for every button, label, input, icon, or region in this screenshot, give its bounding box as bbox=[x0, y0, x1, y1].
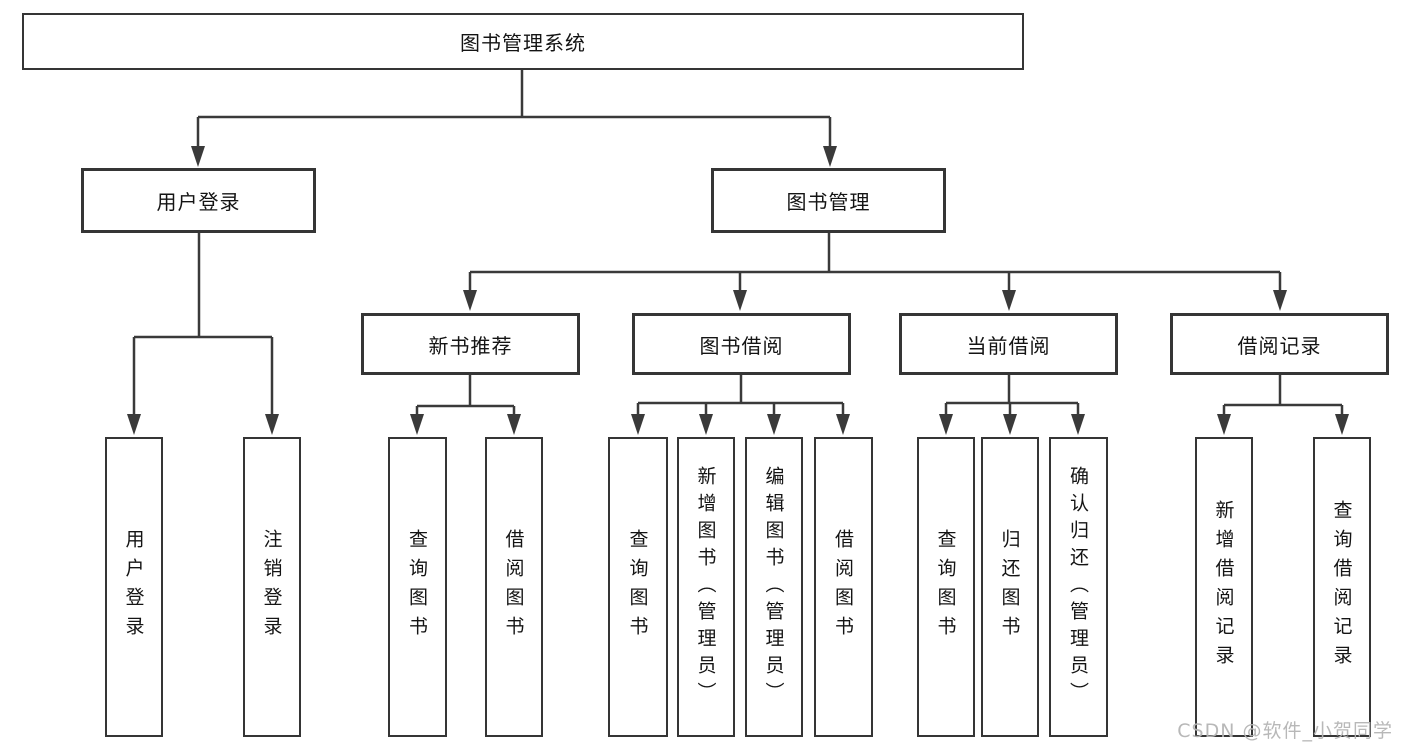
node-book-borrow: 图书借阅 bbox=[632, 313, 851, 375]
csdn-watermark: CSDN @软件_小贺同学 bbox=[1177, 720, 1393, 742]
node-library-management-system: 图书管理系统 bbox=[22, 13, 1024, 70]
leaf-edit-books-admin: 编辑图书（管理员） bbox=[745, 437, 803, 737]
node-current-borrow: 当前借阅 bbox=[899, 313, 1118, 375]
leaf-query-books-borrow: 查询图书 bbox=[608, 437, 668, 737]
leaf-borrow-books: 借阅图书 bbox=[814, 437, 873, 737]
leaf-logout: 注销登录 bbox=[243, 437, 301, 737]
leaf-query-books-recommend: 查询图书 bbox=[388, 437, 447, 737]
leaf-confirm-return-admin: 确认归还（管理员） bbox=[1049, 437, 1108, 737]
leaf-query-books-current: 查询图书 bbox=[917, 437, 975, 737]
node-borrow-record: 借阅记录 bbox=[1170, 313, 1389, 375]
leaf-return-books: 归还图书 bbox=[981, 437, 1039, 737]
leaf-query-borrow-record: 查询借阅记录 bbox=[1313, 437, 1371, 737]
leaf-borrow-books-recommend: 借阅图书 bbox=[485, 437, 543, 737]
leaf-add-borrow-record: 新增借阅记录 bbox=[1195, 437, 1253, 737]
leaf-add-books-admin: 新增图书（管理员） bbox=[677, 437, 735, 737]
leaf-user-login: 用户登录 bbox=[105, 437, 163, 737]
node-user-login: 用户登录 bbox=[81, 168, 316, 233]
node-new-book-recommend: 新书推荐 bbox=[361, 313, 580, 375]
node-book-management: 图书管理 bbox=[711, 168, 946, 233]
